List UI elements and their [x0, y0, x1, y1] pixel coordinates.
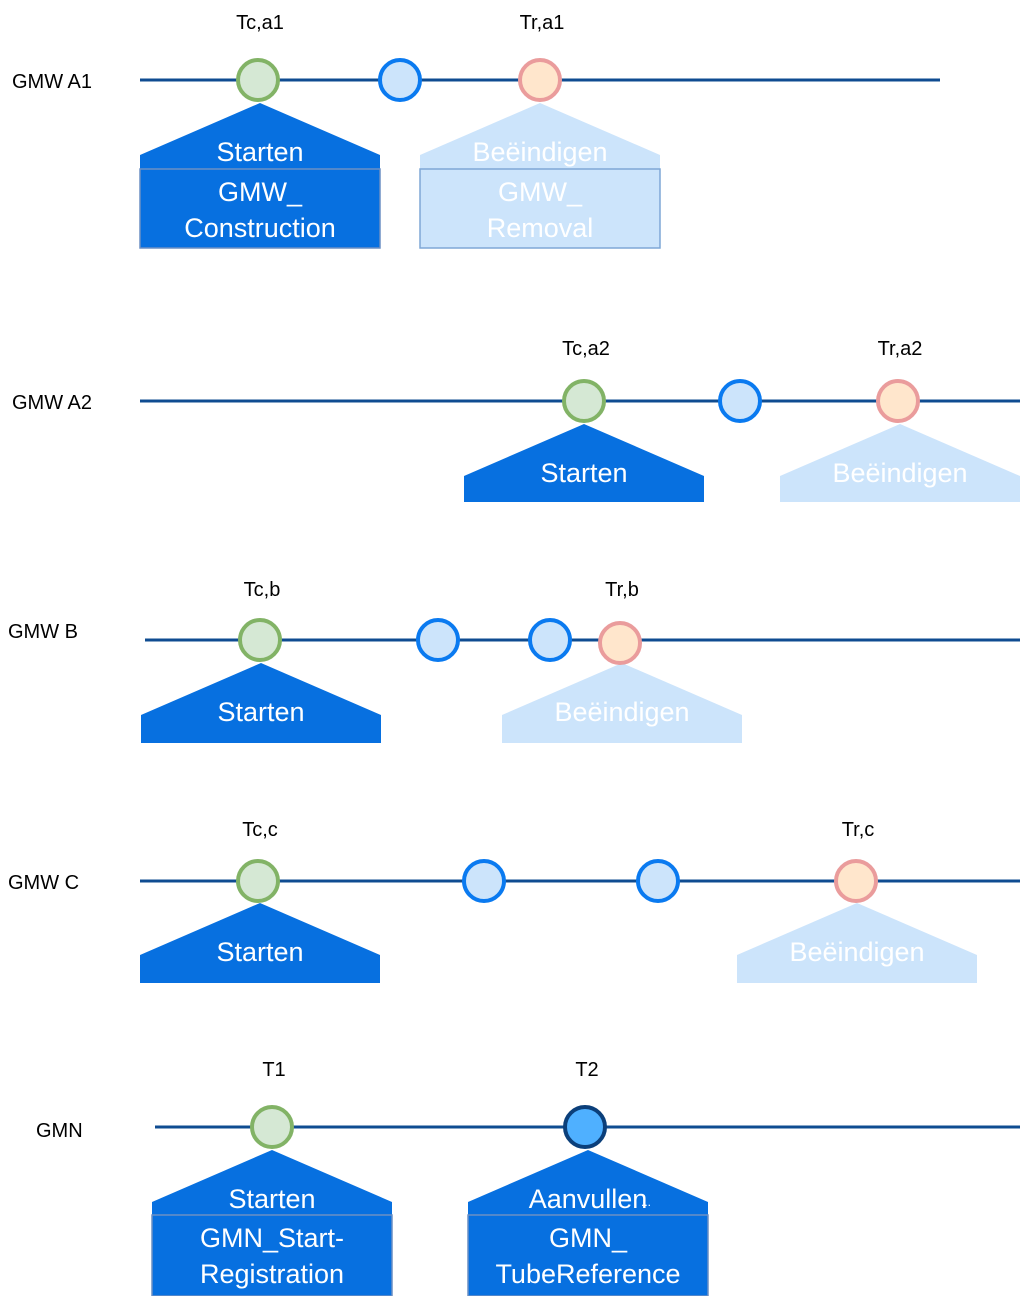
message-text: GMN_ [549, 1223, 628, 1253]
block-title: Beëindigen [472, 137, 607, 167]
event-block-beëindigen: Beëindigen [502, 663, 742, 743]
event-time-label: Tr,a1 [520, 12, 565, 34]
block-title: Beëindigen [789, 937, 924, 967]
event-block-starten: Starten [141, 663, 381, 743]
message-text: Registration [200, 1259, 344, 1289]
block-trapezoid [140, 103, 380, 169]
event-marker-t2 [563, 1105, 607, 1149]
event-time-label: Tr,b [605, 579, 639, 601]
block-title: Starten [228, 1184, 315, 1214]
block-title: Starten [216, 937, 303, 967]
event-marker-mid [416, 618, 460, 662]
event-marker-end [876, 379, 920, 423]
event-time-label: Tr,a2 [878, 338, 923, 360]
block-trapezoid [152, 1150, 392, 1215]
event-block-aanvullen: Aanvullen... GMN_ TubeReference [467, 1150, 709, 1296]
block-trapezoid [420, 103, 660, 169]
lane-gmw-c: GMW C Starten Beëindigen Tc,c Tr,c [8, 819, 1020, 983]
event-marker-start [236, 58, 280, 102]
event-time-label: Tc,b [244, 579, 281, 601]
block-trapezoid [737, 903, 977, 983]
event-block-beëindigen: Beëindigen [780, 424, 1020, 502]
event-block-starten: Starten [464, 424, 704, 502]
message-box [139, 168, 381, 249]
block-title: Beëindigen [554, 697, 689, 727]
block-trapezoid [140, 903, 380, 983]
block-trapezoid [464, 424, 704, 502]
block-title: Starten [216, 137, 303, 167]
block-trapezoid [502, 663, 742, 743]
message-text: TubeReference [495, 1259, 680, 1289]
block-trapezoid [141, 663, 381, 743]
message-text: Construction [184, 213, 336, 243]
block-title: Beëindigen [832, 458, 967, 488]
lane-label: GMW A2 [12, 392, 92, 414]
event-marker-mid [462, 859, 506, 903]
event-marker-mid [636, 859, 680, 903]
event-marker-start [236, 859, 280, 903]
message-box [419, 168, 661, 249]
event-marker-end [598, 621, 642, 665]
message-text: GMW_ [498, 177, 583, 207]
lane-label: GMN [36, 1120, 83, 1142]
block-title: Starten [217, 697, 304, 727]
message-text: Removal [487, 213, 594, 243]
event-marker-end [834, 859, 878, 903]
event-time-label: T1 [262, 1059, 285, 1081]
event-marker-mid [718, 379, 762, 423]
lane-label: GMW A1 [12, 71, 92, 93]
event-marker-mid [528, 618, 572, 662]
event-marker-start [238, 618, 282, 662]
block-trapezoid [780, 424, 1020, 502]
block-title: Aanvullen [529, 1184, 648, 1214]
event-marker-start [250, 1105, 294, 1149]
message-box [151, 1214, 393, 1296]
lane-label: GMW C [8, 872, 79, 894]
lane-gmw-b: GMW B Starten Beëindigen Tc,b Tr,b [8, 579, 1020, 743]
block-title: Starten [540, 458, 627, 488]
lane-label: GMW B [8, 621, 78, 643]
event-time-label: Tc,a2 [562, 338, 610, 360]
message-text: GMW_ [218, 177, 303, 207]
event-marker-end [518, 58, 562, 102]
event-block-starten: Starten [140, 903, 380, 983]
event-block-beëindigen: Beëindigen [737, 903, 977, 983]
block-trapezoid [468, 1150, 708, 1215]
event-time-label: Tc,c [242, 819, 278, 841]
message-text: GMN_Start- [200, 1223, 344, 1253]
event-time-label: T2 [575, 1059, 598, 1081]
event-time-label: Tc,a1 [236, 12, 284, 34]
lane-gmw-a2: GMW A2 Starten Beëindigen Tc,a2 Tr,a2 [12, 338, 1020, 502]
block-ellipsis: ... [641, 1195, 651, 1209]
message-box [467, 1214, 709, 1296]
event-marker-mid [378, 58, 422, 102]
event-marker-start [562, 379, 606, 423]
event-time-label: Tr,c [842, 819, 875, 841]
